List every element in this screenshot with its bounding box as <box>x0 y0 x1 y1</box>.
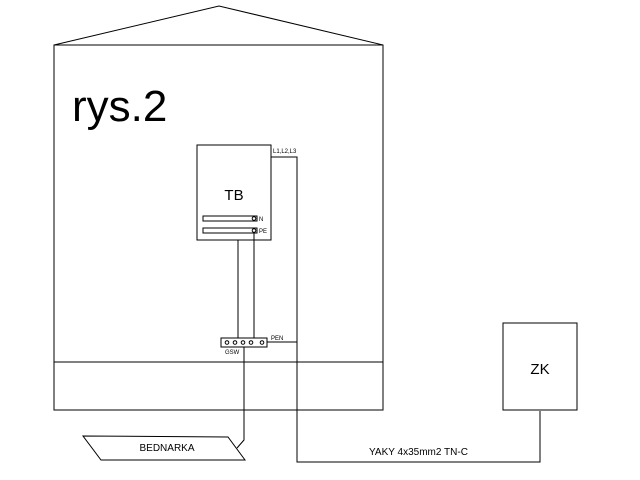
earthing-wire <box>236 347 245 449</box>
pen-label: PEN <box>271 336 283 342</box>
building-outline <box>53 44 384 411</box>
zk-box <box>502 322 578 411</box>
gsw-label: GSW <box>225 350 240 356</box>
pe-bar <box>202 227 258 234</box>
gsw-terminal <box>232 340 238 345</box>
pe-label: PE <box>259 229 267 235</box>
gsw-terminal <box>248 340 254 345</box>
cable-label: YAKY 4x35mm2 TN-C <box>369 447 468 458</box>
pe-terminal <box>251 228 257 233</box>
gsw-terminal <box>224 340 230 345</box>
bednarka-label: BEDNARKA <box>139 443 194 454</box>
n-bar <box>202 215 258 222</box>
building-roof <box>53 5 384 46</box>
bednarka-shape <box>81 435 246 461</box>
diagram-title: rys.2 <box>72 82 167 131</box>
n-label: N <box>259 217 263 223</box>
tb-box <box>196 144 272 241</box>
feed-cable-line <box>271 156 541 463</box>
n-terminal <box>251 216 257 221</box>
feed-label: L1,L2,L3 <box>273 149 297 155</box>
tb-label: TB <box>224 187 243 204</box>
gsw-terminal <box>259 340 265 345</box>
zk-label: ZK <box>530 361 549 378</box>
gsw-terminal <box>240 340 246 345</box>
